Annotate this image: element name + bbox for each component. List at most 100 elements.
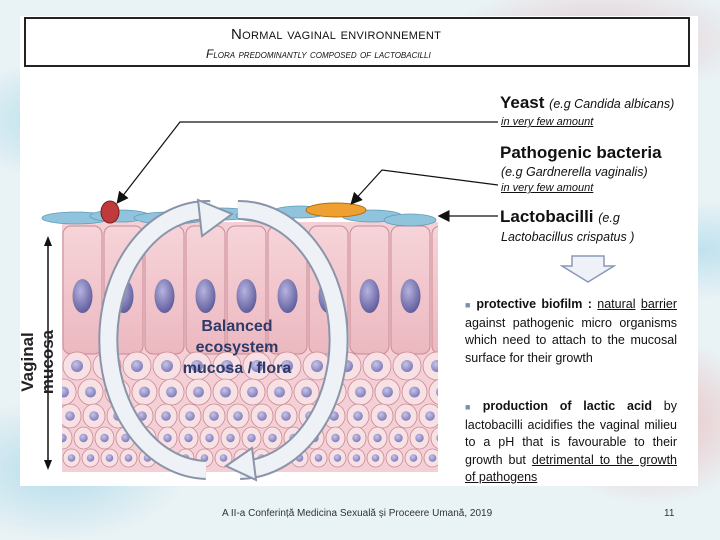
basal-nucleus [86, 454, 95, 462]
basal-nucleus [373, 433, 382, 443]
basal-nucleus [409, 386, 420, 398]
basal-nucleus [377, 411, 387, 421]
basal-nucleus [415, 433, 424, 443]
basal-nucleus [185, 411, 195, 421]
basal-nucleus [166, 386, 177, 398]
basal-nucleus [352, 454, 361, 462]
vaginal-mucosa-label: Vaginal mucosa [18, 329, 57, 395]
basal-nucleus [139, 386, 150, 398]
basal-nucleus [428, 454, 437, 462]
columnar-cells [62, 225, 462, 355]
lactic-acid-note: ■production of lactic acid by lactobacil… [465, 399, 678, 484]
basal-nucleus [65, 411, 75, 421]
basal-nucleus [131, 360, 143, 372]
basal-nucleus [281, 411, 291, 421]
basal-nucleus [333, 454, 342, 462]
basal-nucleus [85, 386, 96, 398]
lactobacillus-rod [383, 213, 437, 227]
pathogenic-example: (e.g Gardnerella vaginalis) [501, 165, 648, 179]
basal-cell [62, 426, 73, 450]
basal-nucleus [394, 433, 403, 443]
cell-nucleus [442, 279, 462, 313]
columnar-cell [431, 225, 438, 355]
yeast-pointer [116, 121, 498, 204]
cell-nucleus [359, 279, 380, 313]
basal-nucleus [268, 433, 277, 443]
basal-cell [430, 426, 438, 450]
slide-subtitle: Flora predominantly composed of lactobac… [206, 47, 431, 61]
cell-nucleus [72, 279, 93, 313]
cell-nucleus [195, 279, 216, 313]
footer-text: A II-a Conferință Medicina Sexuală și Pr… [222, 508, 493, 519]
basal-nucleus [209, 411, 219, 421]
yeast-heading: Yeast (e.g Candida albicans) [500, 93, 675, 112]
yeast-cell [100, 200, 120, 224]
basal-nucleus [301, 386, 312, 398]
pathogenic-amount: in very few amount [501, 182, 594, 194]
basal-nucleus [425, 411, 435, 421]
pathogen-pointer [350, 169, 499, 205]
basal-nucleus [352, 433, 361, 443]
basal-nucleus [382, 386, 393, 398]
basal-cell [62, 378, 77, 406]
basal-nucleus [220, 386, 231, 398]
basal-nucleus [247, 433, 256, 443]
basal-nucleus [281, 360, 293, 372]
basal-nucleus [71, 360, 83, 372]
basal-nucleus [401, 360, 413, 372]
basal-nucleus [409, 454, 418, 462]
basal-nucleus [401, 411, 411, 421]
basal-nucleus [219, 454, 228, 462]
basal-nucleus [62, 386, 69, 398]
basal-nucleus [311, 360, 323, 372]
lactobacilli-example: Lactobacillus crispatus ) [501, 230, 635, 244]
basal-nucleus [436, 387, 438, 397]
page-number: 11 [664, 508, 675, 519]
basal-nucleus [226, 433, 235, 443]
basal-nucleus [251, 360, 263, 372]
lactobacilli-heading: Lactobacilli (e.g [500, 207, 620, 226]
cycle-arrows [98, 198, 349, 482]
basal-nucleus [191, 360, 203, 372]
basal-nucleus [193, 386, 204, 398]
cell-nucleus [154, 279, 175, 313]
basal-nucleus [314, 454, 323, 462]
balanced-ecosystem-label: Balanced ecosystem mucosa / flora [182, 318, 292, 377]
basal-nucleus [105, 454, 114, 462]
biofilm-note: ■protective biofilm : natural barrier ag… [465, 297, 677, 365]
basal-nucleus [67, 454, 76, 462]
basal-nucleus [184, 433, 193, 443]
basal-nucleus [274, 386, 285, 398]
basal-nucleus [89, 411, 99, 421]
basal-nucleus [390, 454, 399, 462]
pathogenic-bacterium [305, 202, 367, 218]
basal-nucleus [233, 411, 243, 421]
basal-nucleus [371, 360, 383, 372]
basal-nucleus [371, 454, 380, 462]
basal-nucleus [62, 433, 67, 443]
basal-cells [62, 351, 438, 468]
basal-nucleus [355, 386, 366, 398]
basal-nucleus [79, 433, 88, 443]
basal-nucleus [161, 360, 173, 372]
basal-nucleus [121, 433, 130, 443]
down-arrow-icon [559, 255, 617, 283]
basal-nucleus [161, 411, 171, 421]
basal-nucleus [257, 411, 267, 421]
cell-nucleus [236, 279, 257, 313]
basal-nucleus [331, 433, 340, 443]
cell-nucleus [277, 279, 298, 313]
basal-nucleus [436, 434, 438, 442]
pathogenic-heading: Pathogenic bacteria [500, 143, 662, 162]
basal-nucleus [100, 433, 109, 443]
basal-nucleus [205, 433, 214, 443]
title-box: Normal vaginal environnement Flora predo… [24, 17, 690, 67]
slide-title: Normal vaginal environnement [231, 26, 442, 43]
basal-nucleus [221, 360, 233, 372]
basal-cell [428, 379, 438, 405]
basal-nucleus [353, 411, 363, 421]
basal-nucleus [163, 433, 172, 443]
basal-nucleus [124, 454, 133, 462]
yeast-amount: in very few amount [501, 116, 594, 128]
